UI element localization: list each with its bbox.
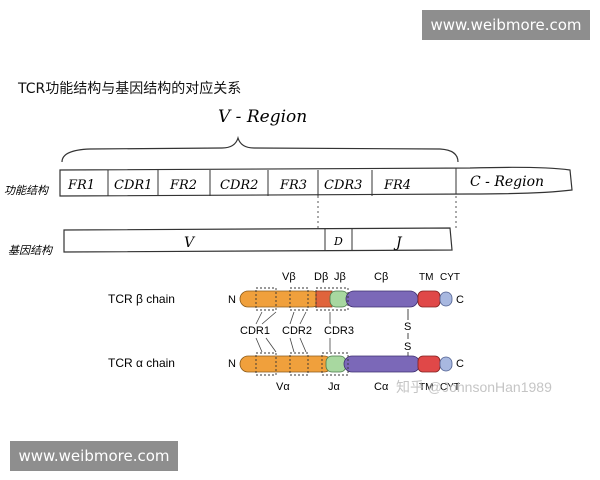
diagram-title: TCR功能结构与基因结构的对应关系 (18, 81, 242, 97)
gene-row-box (63, 227, 453, 253)
v-region-brace (61, 135, 459, 163)
cdr3-label: CDR3 (324, 325, 354, 337)
segment-fr4: FR4 (383, 178, 411, 193)
disulfide-s-top: S (404, 321, 411, 333)
gene-d-label: D (333, 235, 343, 248)
alpha-j-segment (325, 355, 347, 373)
alpha-cyt-segment (439, 356, 453, 372)
alpha-c-segment (343, 355, 421, 373)
cdr1-label: CDR1 (240, 325, 270, 337)
alpha-j-label: Jα (328, 381, 341, 393)
watermark-top: www.weibmore.com (422, 10, 590, 40)
beta-j-segment (329, 290, 349, 308)
segment-cdr3: CDR3 (324, 178, 362, 193)
segment-cdr2: CDR2 (220, 178, 258, 193)
row-label-gene: 基因结构 (8, 244, 54, 257)
beta-c-segment (345, 290, 419, 308)
alpha-chain-label: TCR α chain (108, 356, 175, 370)
alpha-tm-label: TM (419, 382, 433, 393)
alpha-tm-segment (417, 355, 441, 373)
segment-fr1: FR1 (67, 178, 95, 193)
watermark-bottom: www.weibmore.com (10, 441, 178, 471)
gene-v-label: V (184, 235, 196, 251)
alpha-v-label: Vα (276, 381, 290, 393)
disulfide-s-bottom: S (404, 341, 411, 353)
row-label-function: 功能结构 (4, 184, 50, 197)
alpha-c-label: Cα (374, 381, 389, 393)
v-region-label: V - Region (218, 107, 307, 127)
beta-tm-segment (417, 290, 441, 308)
alpha-c-terminus: C (456, 358, 464, 370)
segment-fr3: FR3 (279, 178, 307, 193)
beta-cyt-label: CYT (440, 272, 460, 283)
alpha-n-terminus: N (228, 358, 236, 370)
beta-tm-label: TM (419, 272, 433, 283)
c-region-label: C - Region (470, 174, 544, 190)
beta-c-label: Cβ (374, 271, 388, 283)
credit-watermark: 知乎 @JohnsonHan1989 (396, 379, 552, 395)
beta-j-label: Jβ (334, 271, 346, 283)
function-row-box (59, 166, 573, 197)
alpha-cyt-label: CYT (440, 382, 460, 393)
gene-j-label: J (393, 235, 403, 251)
beta-d-label: Dβ (314, 271, 328, 283)
beta-cyt-segment (439, 291, 453, 307)
segment-fr2: FR2 (169, 178, 197, 193)
segment-cdr1: CDR1 (114, 178, 152, 193)
beta-chain-label: TCR β chain (108, 292, 175, 306)
beta-v-label: Vβ (282, 271, 296, 283)
cdr2-label: CDR2 (282, 325, 312, 337)
beta-c-terminus: C (456, 294, 464, 306)
beta-n-terminus: N (228, 294, 236, 306)
alpha-v-segment (239, 355, 333, 373)
